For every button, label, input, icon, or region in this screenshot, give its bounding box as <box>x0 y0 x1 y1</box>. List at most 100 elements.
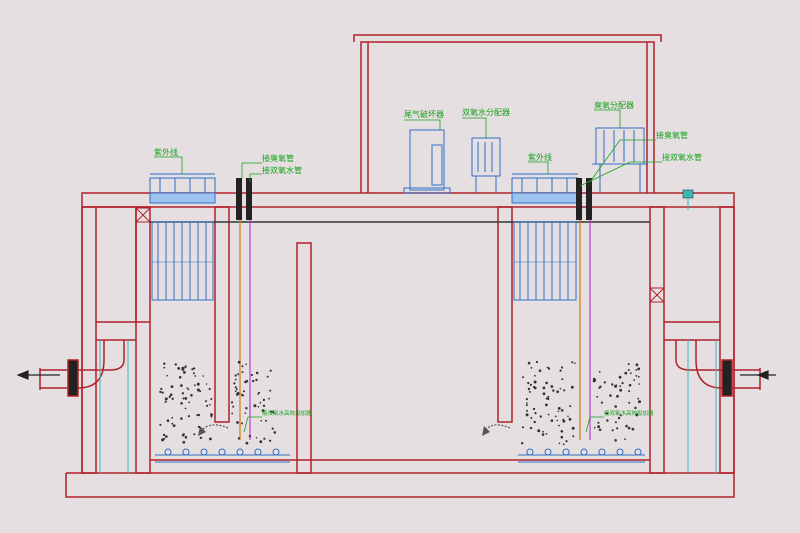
bubble <box>197 425 201 429</box>
bubble <box>178 376 182 379</box>
bubble <box>263 437 266 440</box>
bubble <box>617 416 621 420</box>
bubble <box>625 424 628 428</box>
bubble <box>532 407 536 411</box>
arrow-left-icon <box>756 370 769 380</box>
bubble <box>616 394 619 398</box>
bubble <box>162 433 166 437</box>
bubble <box>241 422 243 425</box>
valve-icon <box>682 189 694 199</box>
bubble <box>618 375 622 379</box>
bubble <box>182 397 185 400</box>
bubble <box>611 429 614 432</box>
bubble <box>598 370 601 373</box>
bubble <box>234 378 237 381</box>
bubble <box>197 413 201 417</box>
bubble <box>619 414 622 417</box>
bubble <box>210 398 213 400</box>
bubble <box>210 413 213 417</box>
diffuser-right <box>518 448 645 463</box>
bubble <box>535 360 539 364</box>
bubble <box>273 431 277 434</box>
bubble <box>627 363 630 366</box>
equipment-room <box>353 34 662 193</box>
bubble <box>252 379 255 383</box>
bubble <box>521 426 525 429</box>
bubble <box>237 360 241 364</box>
bubble <box>231 412 234 415</box>
bubble <box>619 388 623 392</box>
label-tail-gas-destroyer: 尾气破坏器 <box>404 109 444 119</box>
bubble <box>547 413 550 416</box>
label-h2o2-pipe-left: 接双氧水管 <box>262 165 302 175</box>
bubble <box>174 363 177 366</box>
bubble <box>253 404 257 408</box>
bubble <box>596 395 599 398</box>
bubble <box>526 409 528 412</box>
bubble <box>244 412 247 414</box>
bubble <box>163 437 166 440</box>
bubble <box>236 421 239 424</box>
bubble <box>561 366 564 369</box>
bubble <box>266 375 269 378</box>
bubble <box>542 392 546 396</box>
bubble <box>262 404 266 407</box>
bubble <box>180 384 183 387</box>
bubble <box>181 433 185 437</box>
bubble <box>545 381 548 385</box>
bubble <box>525 398 529 401</box>
bubble <box>188 401 191 404</box>
bubble <box>171 397 174 400</box>
bubble <box>628 383 632 387</box>
bubble <box>205 383 208 385</box>
bubble <box>528 390 531 393</box>
bubble <box>527 361 531 365</box>
bubble <box>634 406 637 410</box>
bubble <box>196 382 200 386</box>
label-ozone-distributor: 臭氧分配器 <box>594 100 634 110</box>
bubble <box>530 367 533 369</box>
bubble <box>181 392 185 395</box>
bubble <box>245 407 248 410</box>
label-ozone-pipe-right: 接臭氧管 <box>656 130 688 140</box>
bubble <box>234 390 237 393</box>
bubble <box>529 383 533 386</box>
bubble <box>598 428 602 432</box>
bubble <box>529 426 533 430</box>
bubble <box>250 373 253 377</box>
bubble <box>241 371 244 374</box>
bubble <box>262 398 266 402</box>
bubble <box>628 401 631 404</box>
bubble <box>194 375 197 377</box>
bubble <box>552 389 555 392</box>
bubble <box>234 386 237 389</box>
bubble <box>232 405 235 408</box>
bubble <box>205 400 207 403</box>
bubble <box>265 419 267 422</box>
flow-arrows <box>16 370 776 380</box>
bubble <box>210 415 213 418</box>
bubble <box>166 419 170 423</box>
bubble <box>533 420 536 424</box>
bubble <box>184 397 188 400</box>
bubble <box>562 443 565 446</box>
bubble <box>209 403 211 406</box>
label-h2o2-pipe-right: 接双氧水管 <box>662 152 702 162</box>
bubble <box>637 375 640 378</box>
bubble <box>255 437 258 439</box>
bubble <box>182 440 186 444</box>
bubble <box>259 401 262 404</box>
bubble <box>236 392 240 395</box>
bubble <box>545 403 548 407</box>
bubble <box>159 390 162 394</box>
bubble <box>624 438 626 440</box>
bubble <box>196 388 200 392</box>
bubble <box>187 388 190 391</box>
bubble <box>600 401 604 404</box>
swirl-arrow-icon <box>482 424 511 436</box>
bubble <box>635 363 639 367</box>
bubble <box>571 361 574 364</box>
bubble <box>627 369 630 371</box>
bubble <box>638 383 640 385</box>
label-ozone-pipe-left: 接臭氧管 <box>262 153 294 163</box>
